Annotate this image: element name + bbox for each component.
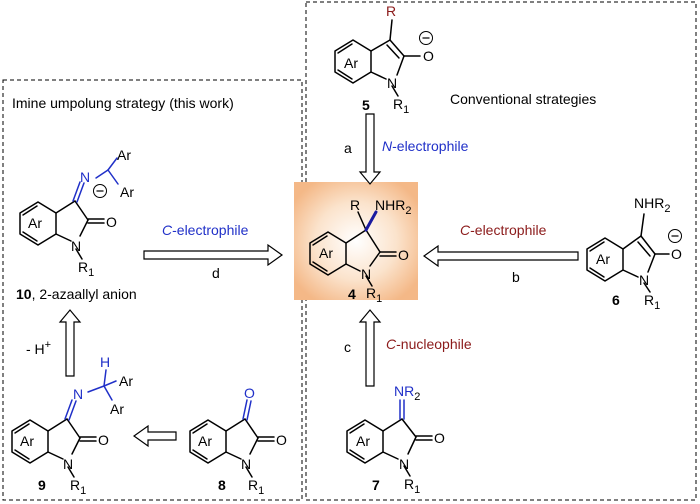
- ar-label-7: Ar: [356, 433, 370, 449]
- o-label-4: O: [398, 247, 409, 263]
- arrow-b-label: C-electrophile: [460, 222, 547, 238]
- n-label-5: N: [387, 75, 397, 91]
- left-region-title: Imine umpolung strategy (this work): [12, 95, 234, 111]
- compound-4: Ar R NHR2 N O R1 4: [309, 197, 411, 305]
- compound-7-number: 7: [372, 477, 380, 493]
- left-region-box: [2, 79, 303, 501]
- arrow-condensation: [132, 424, 177, 448]
- arrow-c-letter: c: [344, 339, 351, 355]
- compound-5: Ar R N O R1 5: [334, 3, 434, 116]
- ar-label-10: Ar: [28, 215, 42, 231]
- arrow-c: c C-nucleophile: [344, 309, 472, 387]
- compound-6: Ar NHR2 N O R1 6: [586, 195, 682, 312]
- r-label-5: R: [386, 3, 396, 19]
- ar-label-9: Ar: [20, 433, 34, 449]
- n-imine-label-9: N: [73, 386, 83, 402]
- arrow-a: a N-electrophile: [344, 113, 469, 185]
- deprotonation-label: - H+: [26, 339, 51, 357]
- r1-label-9: R1: [70, 477, 86, 497]
- arrow-d-letter: d: [212, 265, 220, 281]
- n-label-7: N: [399, 456, 409, 472]
- compound-8-number: 8: [218, 477, 226, 493]
- r1-label-10: R1: [78, 259, 94, 279]
- compound-10-caption: 10, 2-azaallyl anion: [16, 286, 137, 302]
- r1-label-4: R1: [366, 285, 382, 305]
- nhr2-label-4: NHR2: [375, 197, 411, 217]
- o-ketone-label-8: O: [244, 385, 255, 401]
- ar-label-6: Ar: [596, 251, 610, 267]
- ar-label-9-a: Ar: [119, 373, 133, 389]
- o-label-10: O: [106, 214, 117, 230]
- nr2-label-7: NR2: [394, 383, 420, 403]
- ar-label-5: Ar: [344, 55, 358, 71]
- r1-label-7: R1: [404, 476, 420, 496]
- o-label-5: O: [423, 48, 434, 64]
- arrow-a-letter: a: [344, 140, 352, 156]
- r1-label-8: R1: [248, 477, 264, 497]
- ar-label-10-b: Ar: [120, 184, 134, 200]
- ar-label-4: Ar: [319, 245, 333, 261]
- n-label-10: N: [71, 238, 81, 254]
- n-label-6: N: [639, 272, 649, 288]
- o-label-6: O: [671, 246, 682, 262]
- n-label-4: N: [361, 266, 371, 282]
- arrow-b: b C-electrophile: [422, 222, 579, 285]
- n-imine-label-10: N: [80, 169, 90, 185]
- compound-4-number: 4: [348, 286, 356, 302]
- o-label-8: O: [276, 432, 287, 448]
- arrow-a-label: N-electrophile: [382, 138, 469, 154]
- arrow-d-label: C-electrophile: [162, 222, 249, 238]
- compound-9: Ar N H Ar Ar N O R1 9: [11, 354, 133, 497]
- arrow-c-label: C-nucleophile: [386, 336, 472, 352]
- compound-10: Ar N Ar Ar N O R1 10, 2-azaallyl anion: [16, 147, 137, 302]
- arrow-b-letter: b: [512, 269, 520, 285]
- compound-9-number: 9: [38, 477, 46, 493]
- o-label-7: O: [434, 430, 445, 446]
- arrow-deprotonation: - H+: [26, 309, 82, 377]
- arrow-d: d C-electrophile: [143, 222, 284, 281]
- nhr2-label-6: NHR2: [634, 195, 670, 215]
- r-label-4: R: [350, 197, 360, 213]
- h-label-9: H: [100, 354, 110, 370]
- o-label-9: O: [98, 432, 109, 448]
- r1-label-5: R1: [393, 96, 409, 116]
- compound-6-number: 6: [612, 292, 620, 308]
- r1-label-6: R1: [644, 292, 660, 312]
- compound-8: Ar O N O R1 8: [189, 385, 287, 497]
- ar-label-10-a: Ar: [117, 147, 131, 163]
- right-region-title: Conventional strategies: [450, 91, 596, 107]
- n-label-9: N: [63, 456, 73, 472]
- ar-label-8: Ar: [198, 433, 212, 449]
- n-label-8: N: [241, 456, 251, 472]
- compound-7: Ar NR2 N O R1 7: [346, 383, 445, 496]
- compound-5-number: 5: [362, 97, 370, 113]
- ar-label-9-b: Ar: [110, 401, 124, 417]
